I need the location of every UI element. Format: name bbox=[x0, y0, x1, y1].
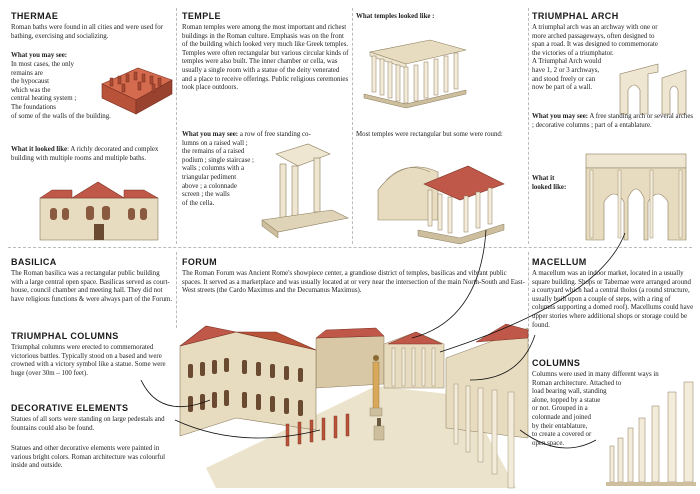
thermae-see-label: What you may see: bbox=[11, 52, 68, 59]
colonnade-illustration bbox=[606, 381, 696, 486]
thermae-see-line: remains are bbox=[11, 69, 43, 77]
thermae-see-line: central heating system ; bbox=[11, 95, 77, 103]
temple-see-line: podium ; single staircase ; bbox=[182, 156, 254, 164]
divider-vertical-2 bbox=[352, 8, 353, 244]
arch-intro-line: now be part of a wall. bbox=[532, 84, 593, 92]
temple-intro: Roman temples were among the most import… bbox=[182, 24, 349, 92]
triumphal-columns-heading: TRIUMPHAL COLUMNS bbox=[11, 331, 119, 341]
arch-intro-line: have 1, 2 or 3 archways, bbox=[532, 66, 600, 74]
arch-intro-line: more arched passageways, often designed … bbox=[532, 32, 655, 40]
hypocaust-illustration bbox=[101, 67, 173, 115]
arch-intro-line: and stood freely or can bbox=[532, 75, 596, 83]
arch-intro-line: span a road. It was designed to commemor… bbox=[532, 41, 658, 49]
arch-see-label: What you may see: bbox=[532, 113, 589, 120]
triumphal-columns-text: Triumphal columns were erected to commem… bbox=[11, 344, 166, 377]
temple-ruins-illustration bbox=[261, 143, 349, 239]
columns-text: Columns were used in many different ways… bbox=[532, 371, 694, 448]
round-temple-illustration bbox=[377, 165, 505, 245]
decorative-heading: DECORATIVE ELEMENTS bbox=[11, 403, 129, 413]
temple-see-line: walls ; columns with a bbox=[182, 165, 245, 173]
arch-intro-line: A Triumphal Arch would bbox=[532, 58, 602, 66]
arch-looked-label-2: looked like: bbox=[532, 183, 567, 191]
arch-see: What you may see: A free standing arch o… bbox=[532, 113, 694, 130]
temple-see-list: What you may see: a row of free standing… bbox=[182, 131, 350, 208]
columns-line: Roman architecture. Attached to bbox=[532, 379, 622, 387]
triple-arch-illustration bbox=[585, 153, 687, 241]
arch-looked-label-1: What it bbox=[532, 175, 555, 182]
thermae-see-line: the hypocaust bbox=[11, 78, 50, 86]
columns-line: Columns were used in many different ways… bbox=[532, 371, 659, 378]
divider-vertical-4 bbox=[176, 252, 177, 328]
thermae-intro: Roman baths were found in all cities and… bbox=[11, 24, 163, 40]
thermae-see-line: of some of the walls of the building. bbox=[11, 112, 111, 120]
basilica-heading: BASILICA bbox=[11, 257, 57, 267]
forum-text: The Roman Forum was Ancient Rome's showp… bbox=[182, 270, 525, 295]
rectangular-temple-illustration bbox=[363, 39, 467, 109]
thermae-see-line: In most cases, the only bbox=[11, 61, 74, 68]
columns-line: load bearing wall, standing bbox=[532, 388, 607, 396]
thermae-looked-label: What it looked like bbox=[11, 146, 68, 153]
divider-horizontal bbox=[8, 247, 692, 248]
decorative-text-2: Statues and other decorative elements we… bbox=[11, 445, 166, 470]
temple-looked-text: Most temples were rectangular but some w… bbox=[356, 131, 503, 138]
columns-heading: COLUMNS bbox=[532, 358, 581, 368]
temple-see-line: of the cella. bbox=[182, 199, 215, 207]
columns-line: open space. bbox=[532, 439, 565, 447]
divider-vertical-5 bbox=[528, 252, 529, 352]
columns-line: or not. Grouped in a bbox=[532, 405, 588, 413]
temple-see-line: lumns on a raised wall ; bbox=[182, 139, 248, 147]
temple-see-label: What you may see: bbox=[182, 131, 239, 138]
thermae-heading: THERMAE bbox=[11, 11, 59, 21]
temple-see-line: a row of free standing co- bbox=[239, 131, 311, 138]
thermae-looked-text: : A richly decorated and complex buildin… bbox=[11, 146, 159, 162]
columns-line: by their entablature, bbox=[532, 422, 588, 430]
forum-heading: FORUM bbox=[182, 257, 217, 267]
temple-looked-label: What temples looked like : bbox=[356, 13, 435, 20]
temple-see-line: the remains of a raised bbox=[182, 148, 245, 156]
thermae-see-line: which was the bbox=[11, 86, 51, 94]
arch-intro-line: A triumphal arch was an archway with one… bbox=[532, 24, 658, 31]
divider-vertical-3 bbox=[528, 8, 529, 244]
macellum-text: A macellum was an indoor market, located… bbox=[532, 270, 694, 329]
temple-heading: TEMPLE bbox=[182, 11, 221, 21]
thermae-see-line: The foundations bbox=[11, 103, 56, 111]
columns-line: colonnade and joined bbox=[532, 413, 591, 421]
thermae-looked: What it looked like: A richly decorated … bbox=[11, 146, 173, 163]
arch-intro-line: the victories of a triumphator. bbox=[532, 49, 614, 57]
temple-see-line: screen ; the walls bbox=[182, 191, 230, 199]
arch-intro: A triumphal arch was an archway with one… bbox=[532, 24, 694, 93]
basilica-text: The Roman basilica was a rectangular pub… bbox=[11, 270, 173, 303]
columns-line: alone, topped by a statue bbox=[532, 396, 601, 404]
thermae-building-illustration bbox=[39, 181, 159, 241]
thermae-see-list: In most cases, the only remains are the … bbox=[11, 61, 171, 121]
decorative-text-1: Statues of all sorts were standing on la… bbox=[11, 416, 165, 432]
arch-see-text: A free standing arch or several arches ;… bbox=[532, 113, 694, 129]
macellum-heading: MACELLUM bbox=[532, 257, 587, 267]
arch-looked-label: What it looked like: bbox=[532, 175, 566, 192]
columns-line: to create a covered or bbox=[532, 431, 592, 439]
divider-vertical-1 bbox=[176, 8, 177, 244]
arch-ruin-illustration bbox=[619, 63, 687, 115]
arch-heading: TRIUMPHAL ARCH bbox=[532, 11, 619, 21]
temple-see-line: triangular pediment bbox=[182, 173, 237, 181]
forum-scene-illustration bbox=[179, 323, 529, 489]
temple-see-line: above ; a colonnade bbox=[182, 182, 237, 190]
